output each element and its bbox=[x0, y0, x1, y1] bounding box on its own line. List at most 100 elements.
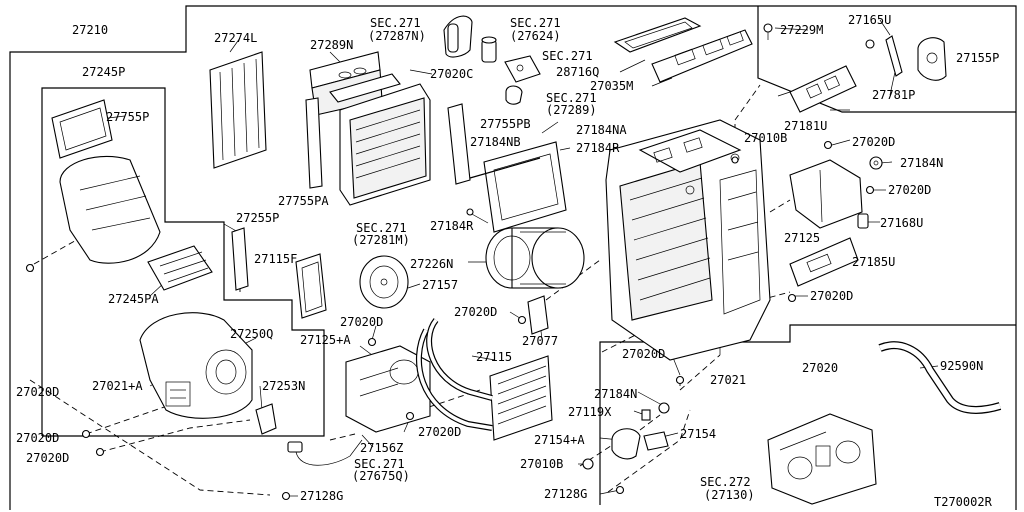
label-27020C: 27020C bbox=[430, 67, 473, 81]
label-sec271-e: SEC.271 bbox=[356, 221, 407, 235]
label-27755PA: 27755PA bbox=[278, 194, 329, 208]
label-92590N: 92590N bbox=[940, 359, 983, 373]
label-27035M: 27035M bbox=[590, 79, 633, 93]
part-27229M-screw bbox=[763, 23, 773, 40]
label-27289N: 27289N bbox=[310, 38, 353, 52]
part-27184NA-frame bbox=[483, 141, 567, 233]
label-27250Q: 27250Q bbox=[230, 327, 273, 341]
label-27021: 27021 bbox=[710, 373, 746, 387]
label-27077: 27077 bbox=[522, 334, 558, 348]
label-27020D-a: 27020D bbox=[852, 135, 895, 149]
label-27226N: 27226N bbox=[410, 257, 453, 271]
part-27155P-actuator bbox=[917, 37, 947, 81]
fasteners bbox=[25, 140, 875, 501]
label-27128G-a: 27128G bbox=[300, 489, 343, 503]
part-27245P-intake bbox=[59, 155, 161, 264]
part-27181U-harness bbox=[777, 65, 857, 113]
label-27184NB: 27184NB bbox=[470, 135, 521, 149]
label-27184R-a: 27184R bbox=[576, 141, 620, 155]
label-27245PA: 27245PA bbox=[108, 292, 159, 306]
frame-27210 bbox=[9, 5, 1017, 510]
part-27289-cap bbox=[505, 85, 523, 105]
part-27157-fan bbox=[359, 255, 409, 309]
part-27255P-seal bbox=[231, 227, 249, 291]
label-27154: 27154 bbox=[680, 427, 716, 441]
label-27184R-b: 27184R bbox=[430, 219, 474, 233]
label-27115: 27115 bbox=[476, 350, 512, 364]
part-evaporator bbox=[329, 73, 431, 206]
label-27185U: 27185U bbox=[852, 255, 895, 269]
label-sec271-b: SEC.271 bbox=[510, 16, 561, 30]
part-27755PA-seal bbox=[305, 97, 323, 189]
label-27115F: 27115F bbox=[254, 252, 297, 266]
label-27125: 27125 bbox=[784, 231, 820, 245]
label-sec272-sub: (27130) bbox=[704, 488, 755, 502]
part-27755P-gasket bbox=[51, 99, 113, 159]
part-labels: 27210 27245P 27755P 27274L 27289N SEC.27… bbox=[16, 13, 999, 509]
label-27020: 27020 bbox=[802, 361, 838, 375]
label-28716Q: 28716Q bbox=[556, 65, 599, 79]
label-27020D-f: 27020D bbox=[622, 347, 665, 361]
label-sec271-a: SEC.271 bbox=[370, 16, 421, 30]
label-27255P: 27255P bbox=[236, 211, 279, 225]
label-27020D-e: 27020D bbox=[454, 305, 497, 319]
label-27020D-d: 27020D bbox=[340, 315, 383, 329]
part-27119X bbox=[641, 409, 651, 421]
part-27245PA-grille bbox=[147, 245, 213, 291]
part-27184N-sensor bbox=[869, 156, 883, 170]
part-27115-heater-core bbox=[416, 318, 553, 441]
part-27010B-screw bbox=[582, 458, 594, 470]
part-27035M-duct bbox=[651, 29, 753, 83]
label-27155P: 27155P bbox=[956, 51, 999, 65]
label-27168U: 27168U bbox=[880, 216, 923, 230]
part-27125A-case bbox=[345, 345, 431, 433]
part-sec271-bracket bbox=[504, 55, 541, 83]
label-sec271-b-sub: (27624) bbox=[510, 29, 561, 43]
part-27226N-blower-motor bbox=[485, 227, 585, 289]
part-92590N-hose bbox=[878, 341, 1002, 414]
part-27274L-filter bbox=[209, 51, 267, 169]
part-27154-lever bbox=[643, 431, 669, 451]
label-27184N-a: 27184N bbox=[900, 156, 943, 170]
label-27781P: 27781P bbox=[872, 88, 915, 102]
label-27210: 27210 bbox=[72, 23, 108, 37]
part-27184N-b bbox=[658, 402, 670, 414]
part-27154A-actuator bbox=[611, 428, 641, 460]
part-27755PB-seal bbox=[447, 103, 471, 185]
label-27184NA: 27184NA bbox=[576, 123, 627, 137]
label-27165U: 27165U bbox=[848, 13, 891, 27]
label-sec271-d-sub: (27289) bbox=[546, 103, 597, 117]
label-27253N: 27253N bbox=[262, 379, 305, 393]
label-27020D-i: 27020D bbox=[26, 451, 69, 465]
label-27020D-b: 27020D bbox=[888, 183, 931, 197]
label-27755PB: 27755PB bbox=[480, 117, 531, 131]
part-27077-bracket bbox=[527, 295, 549, 335]
part-27185U-bracket bbox=[789, 237, 859, 287]
label-27181U: 27181U bbox=[784, 119, 827, 133]
label-sec271-d: SEC.271 bbox=[546, 91, 597, 105]
part-27253N-resistor bbox=[255, 403, 277, 435]
part-27130-control-unit bbox=[767, 413, 877, 505]
part-27184NB-strip bbox=[469, 157, 541, 179]
label-27020D-h: 27020D bbox=[16, 431, 59, 445]
label-sec271-e-sub: (27281M) bbox=[352, 233, 410, 247]
label-27021A: 27021+A bbox=[92, 379, 143, 393]
label-27184N-b: 27184N bbox=[594, 387, 637, 401]
label-27245P: 27245P bbox=[82, 65, 125, 79]
label-27010B-a: 27010B bbox=[744, 131, 787, 145]
label-27755P: 27755P bbox=[106, 110, 149, 124]
part-27624-valve bbox=[481, 36, 497, 63]
label-27119X: 27119X bbox=[568, 405, 612, 419]
label-27274L: 27274L bbox=[214, 31, 257, 45]
part-28716Q-duct bbox=[613, 17, 702, 53]
label-27154A: 27154+A bbox=[534, 433, 585, 447]
part-27781P-link bbox=[885, 35, 903, 77]
part-27021-heater-unit bbox=[605, 119, 771, 361]
label-sec271-c: SEC.271 bbox=[542, 49, 593, 63]
label-sec272: SEC.272 bbox=[700, 475, 751, 489]
label-27010B-b: 27010B bbox=[520, 457, 563, 471]
diagram-id: T270002R bbox=[934, 495, 993, 509]
part-27125-duct bbox=[789, 159, 863, 229]
label-27128G-b: 27128G bbox=[544, 487, 587, 501]
